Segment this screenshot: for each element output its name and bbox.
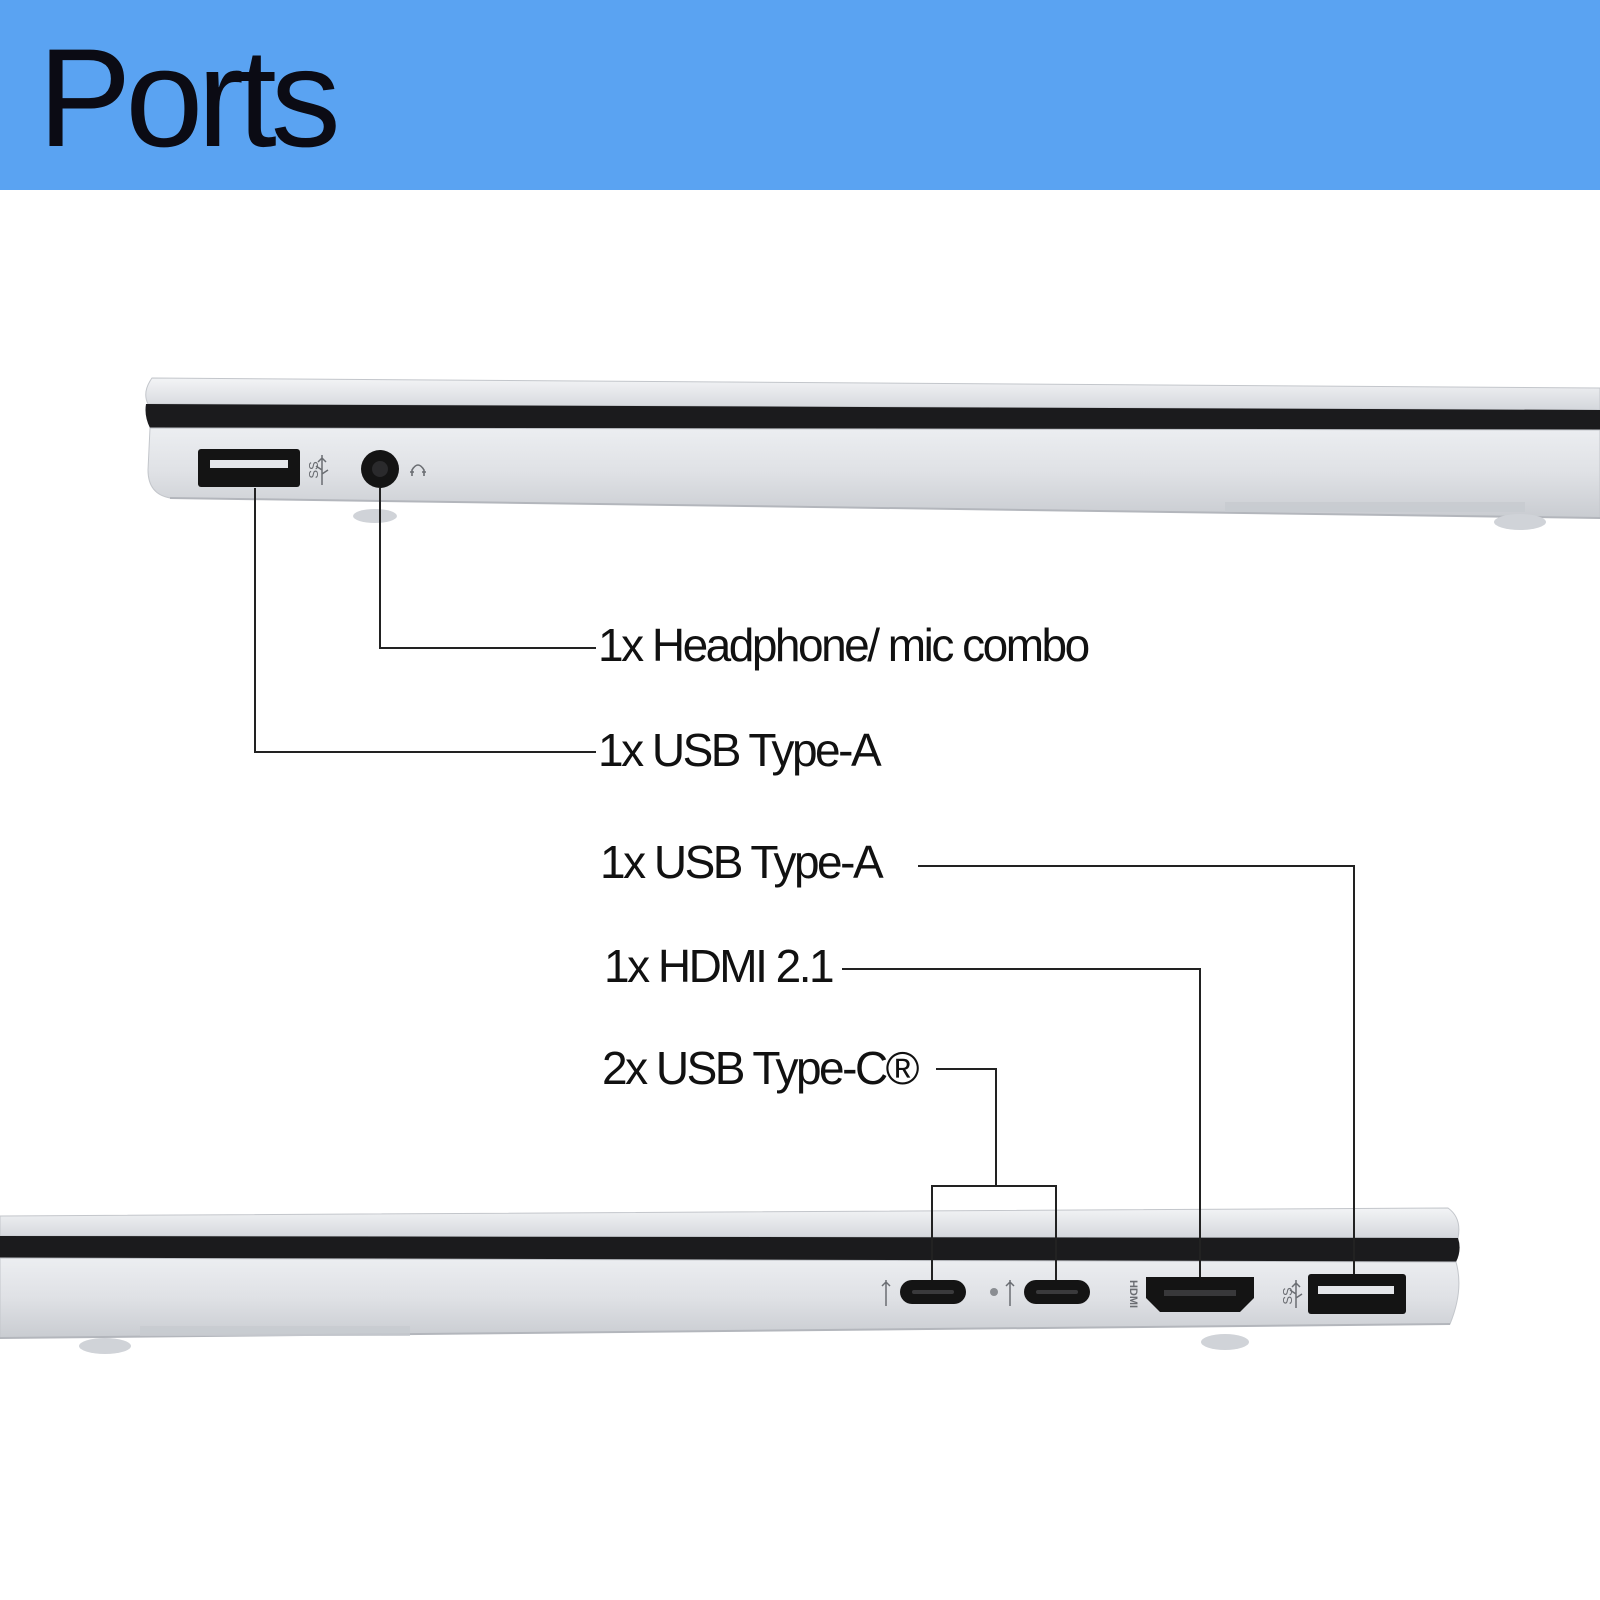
hdmi-port-tongue [1164, 1290, 1236, 1296]
laptop-foot [353, 509, 397, 523]
laptop-foot [1201, 1334, 1249, 1350]
laptop-base-bottom [0, 1257, 1460, 1339]
header-banner: Ports [0, 0, 1600, 190]
callout-headphone: 1x Headphone/ mic combo [598, 619, 1090, 671]
callout-hdmi: 1x HDMI 2.1 [604, 940, 835, 992]
usb-ss-icon: SS [306, 461, 321, 479]
speaker-grille [1225, 502, 1525, 512]
usb-trident-icon [315, 455, 329, 485]
leader-line-hdmi [842, 968, 1201, 1277]
hdmi-label: HDMI [1127, 1280, 1139, 1308]
usb-a-port-left [198, 449, 300, 487]
usb-ss-label: SS [1280, 1287, 1295, 1305]
laptop-foot [79, 1338, 131, 1354]
leader-line-usb-c-branch [931, 1185, 1057, 1280]
laptop-hinge-gap-bottom [0, 1236, 1460, 1262]
headphone-jack-hole [372, 461, 388, 477]
leader-line-usb-a-right [918, 865, 1355, 1274]
callout-usb-a-left: 1x USB Type-A [598, 724, 882, 776]
usb-trident-icon [1289, 1280, 1303, 1308]
usb-c-port-2-tongue [1036, 1290, 1078, 1294]
usb-a-port-right [1308, 1274, 1406, 1314]
usb-c-symbol-icon [881, 1280, 891, 1306]
laptop-foot [1494, 514, 1546, 530]
usb-ss-label: SS [306, 461, 321, 479]
laptop-lid-bottom [0, 1207, 1460, 1239]
headphone-icon [410, 464, 426, 476]
laptop-right-side: HDMI SS [0, 1207, 1460, 1354]
speaker-grille [140, 1326, 410, 1336]
page-title: Ports [38, 19, 341, 176]
laptop-left-side: SS [145, 377, 1600, 530]
callout-usb-c: 2x USB Type-C® [602, 1042, 920, 1094]
leader-lines [254, 488, 1355, 1280]
callout-usb-a-right: 1x USB Type-A [600, 836, 884, 888]
leader-line-usb-c-trunk [936, 1068, 997, 1186]
laptop-lid-top [145, 377, 1600, 411]
leader-line-usb-a-left [254, 488, 596, 753]
usb-c-port-1-tongue [912, 1290, 954, 1294]
usb-c-symbol-icon [1005, 1280, 1015, 1306]
laptop-base-edge-top [169, 497, 1600, 519]
laptop-hinge-gap-top [145, 404, 1600, 430]
leader-line-headphone [379, 488, 596, 649]
status-led [990, 1288, 998, 1296]
